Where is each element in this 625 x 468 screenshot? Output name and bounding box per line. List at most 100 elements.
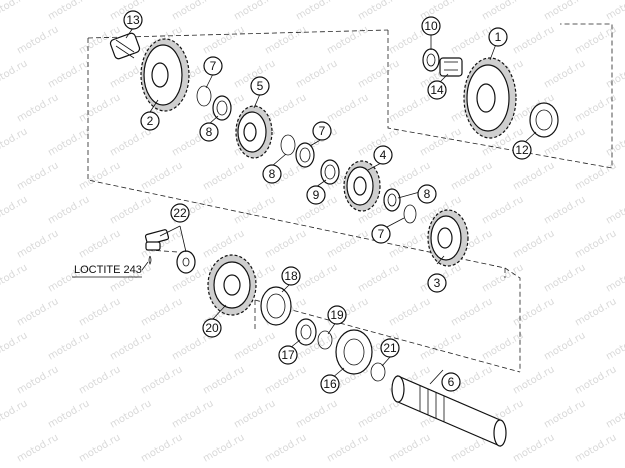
callout-6-label: 6 xyxy=(448,375,455,389)
watermark-text: motod.ru xyxy=(139,432,184,464)
watermark-text: motod.ru xyxy=(46,58,91,90)
callout-3: 3 xyxy=(427,273,447,293)
watermark-text: motod.ru xyxy=(604,194,625,226)
part-washer-22 xyxy=(176,250,196,274)
part-circlip-21 xyxy=(370,362,386,382)
watermark-text: motod.ru xyxy=(604,398,625,430)
watermark-text: motod.ru xyxy=(604,0,625,23)
watermark-text: motod.ru xyxy=(0,126,29,158)
watermark-text: motod.ru xyxy=(604,330,625,362)
watermark-text: motod.ru xyxy=(108,330,153,362)
callout-16-label: 16 xyxy=(323,377,337,391)
callout-8c-label: 8 xyxy=(424,187,431,201)
watermark-text: motod.ru xyxy=(325,92,370,124)
callout-8a: 8 xyxy=(199,122,219,142)
watermark-text: motod.ru xyxy=(46,194,91,226)
watermark-text: motod.ru xyxy=(15,364,60,396)
watermark-text: motod.ru xyxy=(139,160,184,192)
callout-12-label: 12 xyxy=(515,143,529,157)
watermark-text: motod.ru xyxy=(232,398,277,430)
callout-21-label: 21 xyxy=(383,341,397,355)
watermark-text: motod.ru xyxy=(263,432,308,464)
watermark-text: motod.ru xyxy=(480,330,525,362)
callout-4-label: 4 xyxy=(380,148,387,162)
callout-19-label: 19 xyxy=(330,308,344,322)
part-washer-8c xyxy=(383,188,401,212)
watermark-text: motod.ru xyxy=(232,194,277,226)
watermark-text: motod.ru xyxy=(170,398,215,430)
part-washer-10 xyxy=(422,48,440,72)
watermark-text: motod.ru xyxy=(170,0,215,23)
watermark-text: motod.ru xyxy=(511,160,556,192)
part-circlip-7b xyxy=(280,134,296,156)
watermark-text: motod.ru xyxy=(139,364,184,396)
assembly-guides xyxy=(87,23,613,373)
watermark-text: motod.ru xyxy=(46,398,91,430)
watermark-text: motod.ru xyxy=(15,296,60,328)
callout-18: 18 xyxy=(281,266,301,286)
watermark-text: motod.ru xyxy=(449,24,494,56)
watermark-text: motod.ru xyxy=(542,262,587,294)
watermark-text: motod.ru xyxy=(542,0,587,23)
watermark-text: motod.ru xyxy=(480,194,525,226)
callout-12: 12 xyxy=(512,140,532,160)
watermark-text: motod.ru xyxy=(604,262,625,294)
watermark-text: motod.ru xyxy=(325,432,370,464)
watermark-text: motod.ru xyxy=(201,24,246,56)
callout-layer: 13 2 7 8 5 7 8 9 4 8 7 3 10 14 1 12 22 2… xyxy=(123,10,532,394)
watermark-text: motod.ru xyxy=(511,296,556,328)
watermark-text: motod.ru xyxy=(15,92,60,124)
watermark-text: motod.ru xyxy=(387,228,432,260)
watermark-text: motod.ru xyxy=(542,194,587,226)
part-screw-22 xyxy=(144,229,170,265)
watermark-text: motod.ru xyxy=(356,398,401,430)
part-gear-4 xyxy=(343,160,381,212)
watermark-text: motod.ru xyxy=(108,398,153,430)
watermark-text: motod.ru xyxy=(294,0,339,23)
watermark-text: motod.ru xyxy=(573,432,618,464)
watermark-text: motod.ru xyxy=(294,262,339,294)
watermark-text: motod.ru xyxy=(573,296,618,328)
callout-3-label: 3 xyxy=(434,276,441,290)
watermark-text: motod.ru xyxy=(232,330,277,362)
watermark-text: motod.ru xyxy=(480,262,525,294)
part-sprocket-20 xyxy=(207,254,257,316)
watermark-text: motod.ru xyxy=(511,364,556,396)
watermark-text: motod.ru xyxy=(542,58,587,90)
watermark-text: motod.ru xyxy=(46,126,91,158)
callout-21: 21 xyxy=(380,338,400,358)
watermark-text: motod.ru xyxy=(387,92,432,124)
watermark-text: motod.ru xyxy=(542,398,587,430)
callout-9: 9 xyxy=(306,185,326,205)
watermark-text: motod.ru xyxy=(573,364,618,396)
part-circlip-7a xyxy=(196,85,212,107)
watermark-text: motod.ru xyxy=(294,398,339,430)
part-bearing-16 xyxy=(335,329,373,375)
part-gear-3 xyxy=(427,209,469,267)
watermark-text: motod.ru xyxy=(294,58,339,90)
callout-7c: 7 xyxy=(371,224,391,244)
callout-7c-label: 7 xyxy=(378,227,385,241)
callout-19: 19 xyxy=(327,305,347,325)
watermark-text: motod.ru xyxy=(325,228,370,260)
callout-13: 13 xyxy=(123,10,143,30)
watermark-text: motod.ru xyxy=(0,398,29,430)
callout-2-label: 2 xyxy=(147,114,154,128)
watermark-text: motod.ru xyxy=(263,364,308,396)
part-washer-8b xyxy=(295,142,315,168)
watermark-text: motod.ru xyxy=(0,58,29,90)
watermark-text: motod.ru xyxy=(449,160,494,192)
callout-1-label: 1 xyxy=(495,30,502,44)
callout-18-label: 18 xyxy=(284,269,298,283)
watermark-text: motod.ru xyxy=(325,24,370,56)
watermark-text: motod.ru xyxy=(15,432,60,464)
loctite-note: LOCTITE 243 xyxy=(72,264,142,278)
callout-7b: 7 xyxy=(312,121,332,141)
callout-6: 6 xyxy=(441,372,461,392)
part-main-shaft-6 xyxy=(391,375,507,447)
part-needle-bearing-14 xyxy=(439,57,463,77)
watermark-text: motod.ru xyxy=(418,126,463,158)
watermark-text: motod.ru xyxy=(0,194,29,226)
watermark-text: motod.ru xyxy=(604,58,625,90)
callout-1: 1 xyxy=(488,27,508,47)
